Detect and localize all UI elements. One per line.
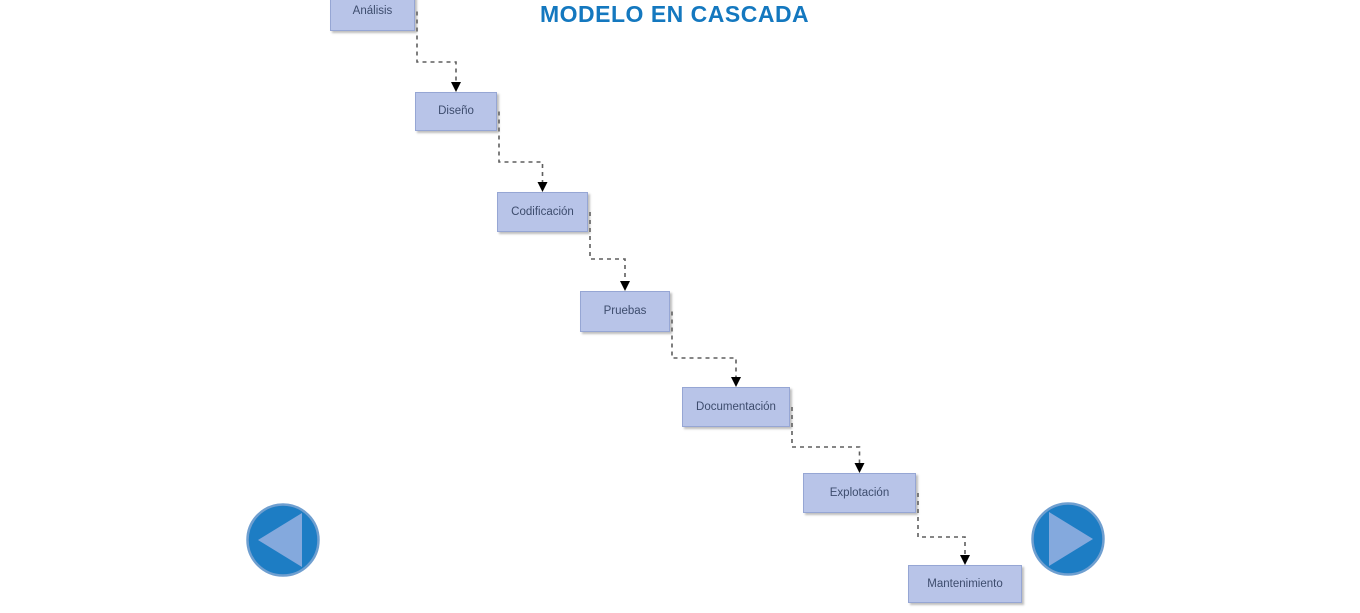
arrowhead-icon [854, 463, 865, 473]
stage-box-2: Diseño [415, 92, 497, 131]
stage-box-1: Análisis [330, 0, 415, 31]
stage-box-3: Codificación [497, 192, 588, 232]
connector-line [791, 407, 861, 465]
previous-arrow-icon [246, 503, 320, 577]
next-button[interactable] [1030, 501, 1106, 577]
arrowhead-icon [537, 182, 548, 192]
arrowhead-icon [731, 377, 741, 387]
page-title: MODELO EN CASCADA [540, 1, 810, 27]
prev-button[interactable] [245, 502, 321, 578]
arrowhead-icon [620, 281, 630, 291]
connector-line [917, 493, 966, 557]
connector-line [498, 111, 544, 184]
arrowhead-icon [451, 82, 461, 92]
stage-box-7: Mantenimiento [908, 565, 1022, 603]
stage-box-5: Documentación [682, 387, 790, 427]
stage-box-6: Explotación [803, 473, 916, 513]
connector-line [416, 11, 457, 84]
connector-line [589, 212, 626, 283]
next-arrow-icon [1031, 502, 1105, 576]
connector-line [671, 311, 737, 379]
arrowhead-icon [960, 555, 970, 565]
stage-box-4: Pruebas [580, 291, 670, 332]
